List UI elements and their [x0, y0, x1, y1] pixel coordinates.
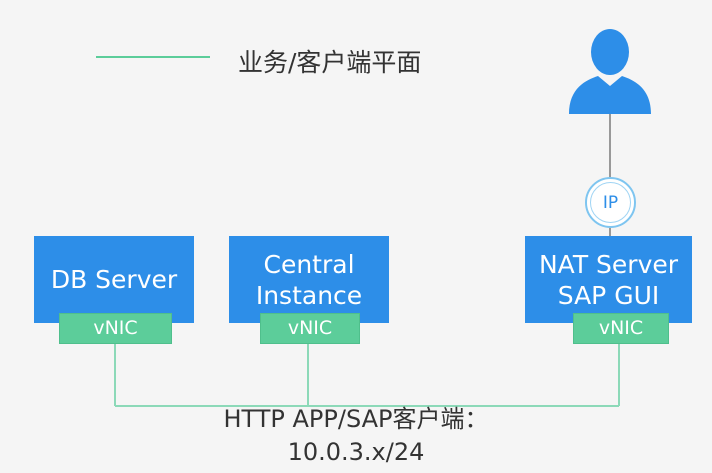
central-label-line2: Instance [255, 280, 363, 310]
legend-label: 业务/客户端平面 [238, 48, 422, 77]
db-vnic: vNIC [59, 313, 172, 344]
db-server-box: DB Server [34, 236, 194, 323]
network-label-line1: HTTP APP/SAP客户端： [223, 405, 489, 433]
network-label-line2: 10.0.3.x/24 [287, 438, 425, 466]
nat-server-box: NAT Server SAP GUI [525, 236, 692, 323]
central-instance-box: Central Instance [229, 236, 389, 323]
user-icon [569, 29, 651, 114]
ip-icon: IP [585, 177, 636, 228]
nat-vnic: vNIC [573, 313, 669, 344]
central-label-line1: Central [263, 249, 355, 279]
nat-label-line1: NAT Server [538, 249, 679, 279]
db-server-label: DB Server [50, 265, 178, 294]
nat-label-line2: SAP GUI [557, 280, 660, 310]
central-vnic: vNIC [260, 313, 360, 344]
ip-icon-label: IP [590, 182, 631, 223]
